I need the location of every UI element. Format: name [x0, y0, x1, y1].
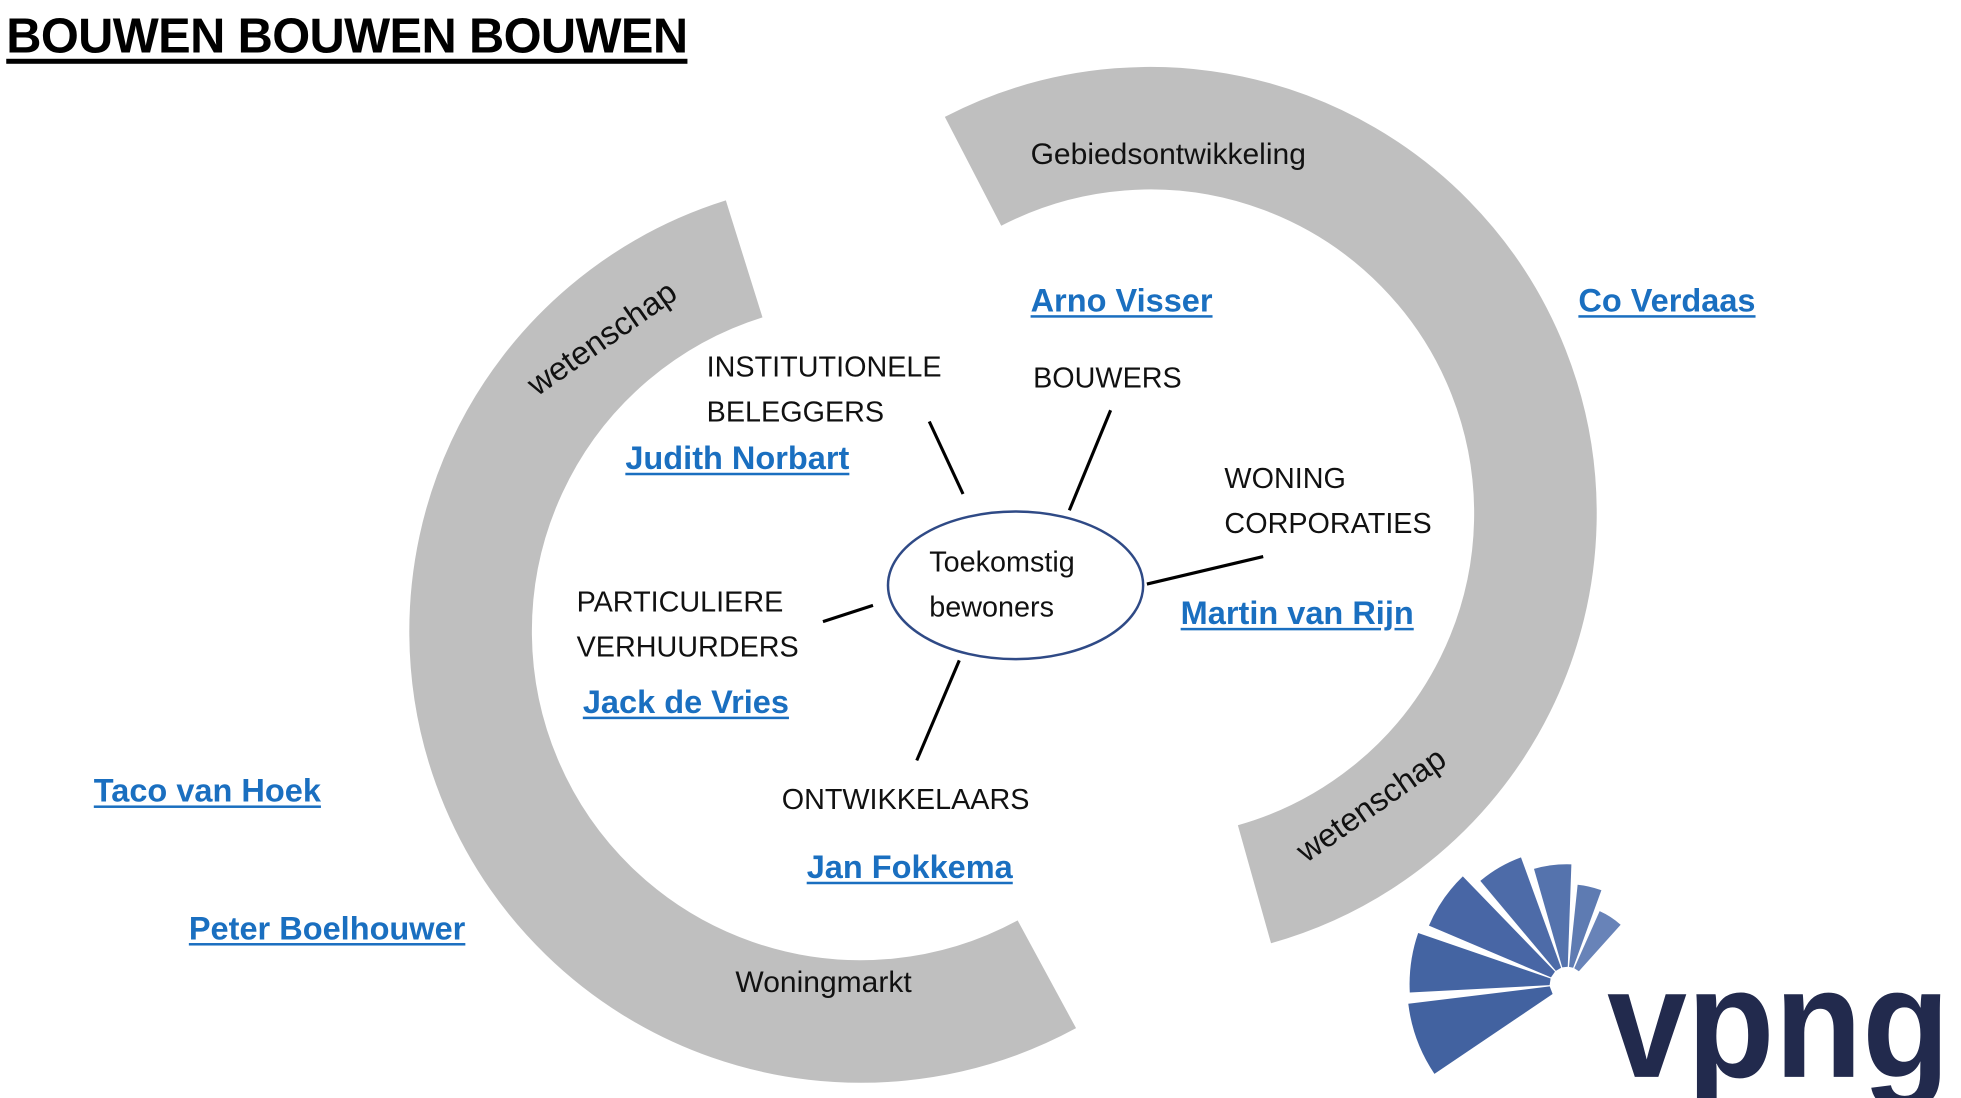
ring-left: [409, 200, 1076, 1083]
connector-bouwers: [1067, 409, 1113, 511]
logo-fan-wedge: [1408, 986, 1553, 1074]
group-label: WONING: [1224, 461, 1346, 495]
connector-verhuurders: [822, 603, 874, 624]
vpng-logo-text: vpng: [1607, 936, 1950, 1098]
group-label: BELEGGERS: [706, 395, 885, 428]
logo-fan-wedge: [1428, 876, 1555, 978]
logo-fan-wedge: [1480, 857, 1562, 971]
person-link-co-verdaas[interactable]: Co Verdaas: [1578, 281, 1756, 319]
ring-label-woningmarkt: Woningmarkt: [735, 965, 912, 1000]
connector-ontwikkelaars: [915, 659, 961, 762]
group-label: INSTITUTIONELE: [706, 350, 942, 383]
logo-fan-wedge: [1409, 933, 1551, 993]
group-corporaties: WONING CORPORATIES: [1224, 455, 1431, 545]
person-link-judith-norbart[interactable]: Judith Norbart: [625, 438, 850, 477]
connector-corporaties: [1146, 555, 1264, 586]
group-ontwikkelaars: ONTWIKKELAARS: [781, 782, 1030, 816]
page-title: BOUWEN BOUWEN BOUWEN: [6, 10, 688, 64]
ring-right: [944, 66, 1597, 944]
person-link-peter-boelhouwer[interactable]: Peter Boelhouwer: [188, 909, 466, 947]
center-line2: bewoners: [929, 590, 1055, 623]
logo-fan-wedge: [1533, 864, 1572, 968]
person-link-arno-visser[interactable]: Arno Visser: [1030, 281, 1213, 319]
person-link-taco-van-hoek[interactable]: Taco van Hoek: [93, 771, 321, 810]
group-beleggers: INSTITUTIONELE BELEGGERS: [707, 344, 942, 434]
ring-label-gebiedsontwikkeling: Gebiedsontwikkeling: [1030, 137, 1306, 172]
center-label: Toekomstig bewoners: [929, 539, 1074, 629]
person-link-jack-de-vries[interactable]: Jack de Vries: [582, 682, 789, 721]
person-link-martin-van-rijn[interactable]: Martin van Rijn: [1180, 594, 1414, 632]
logo-fan-wedge: [1569, 884, 1602, 968]
logo-fan-wedge: [1574, 911, 1621, 972]
center-ellipse: [886, 510, 1145, 661]
group-verhuurders: PARTICULIERE VERHUURDERS: [577, 579, 799, 669]
group-label: CORPORATIES: [1224, 506, 1432, 540]
center-line1: Toekomstig: [929, 545, 1075, 578]
connector-beleggers: [927, 420, 965, 495]
group-label: VERHUURDERS: [576, 630, 799, 663]
group-bouwers: BOUWERS: [1033, 361, 1182, 394]
group-label: PARTICULIERE: [576, 585, 784, 618]
vpng-logo-fan-icon: [1408, 857, 1621, 1074]
person-link-jan-fokkema[interactable]: Jan Fokkema: [806, 847, 1013, 886]
